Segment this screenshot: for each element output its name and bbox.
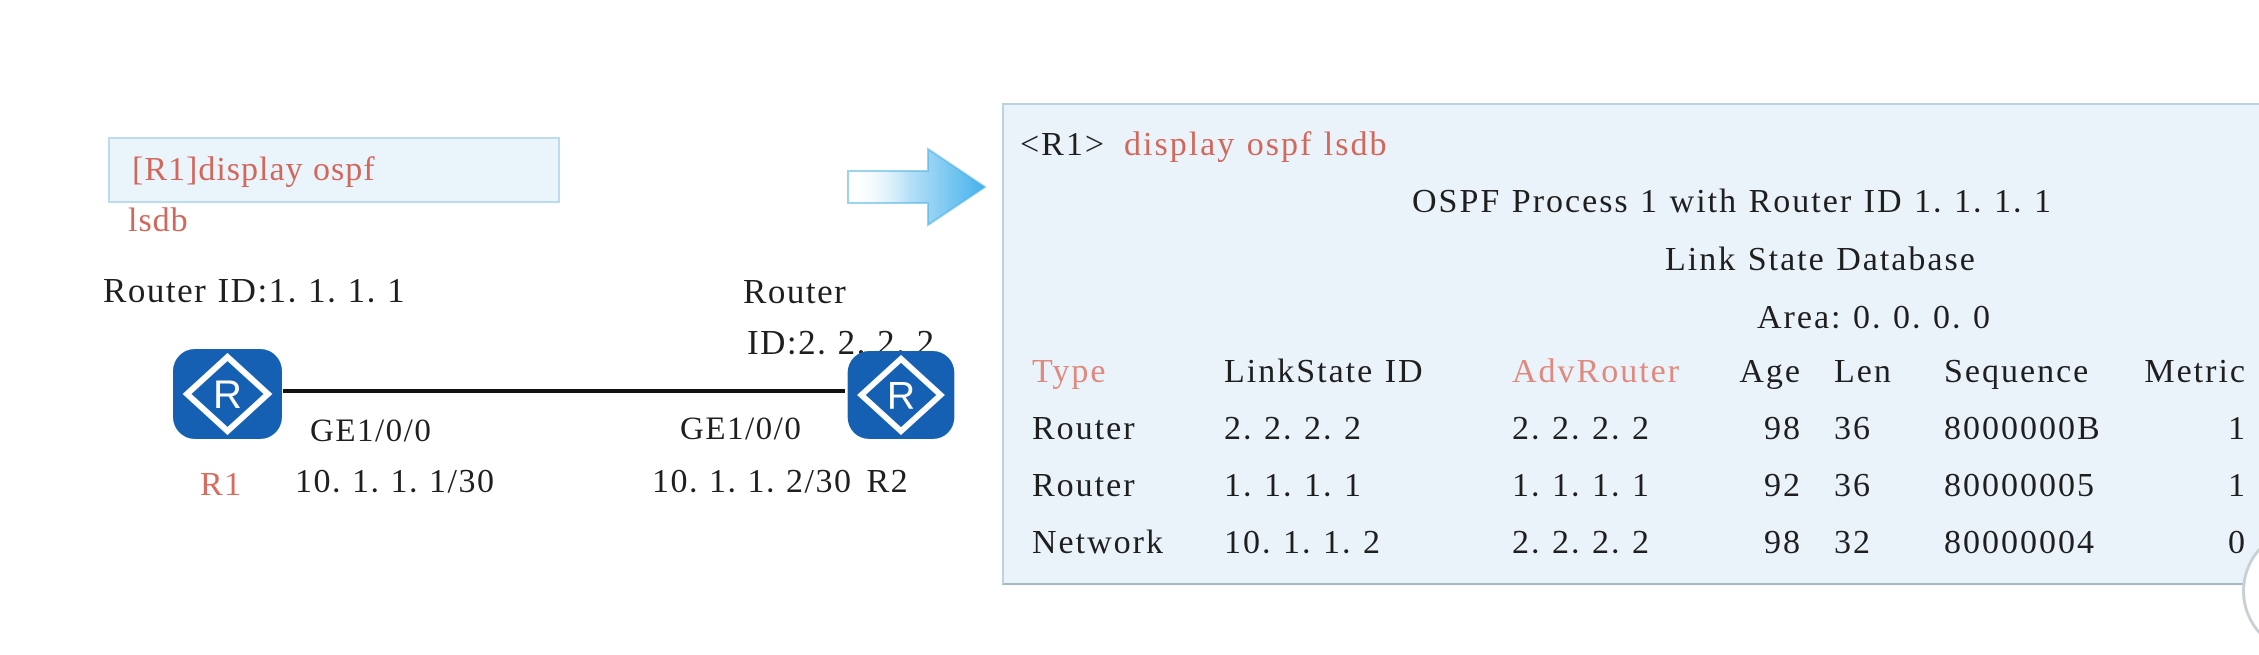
cell-sequence: 80000005 [1944,466,2096,504]
router1-id-label: Router ID:1. 1. 1. 1 [103,271,407,310]
router2-interface-label: GE1/0/0 [680,411,803,447]
col-header-sequence: Sequence [1944,352,2091,390]
command-callout-line2: lsdb [128,202,189,239]
command-callout-line1: [R1]display ospf [132,151,376,188]
router1-name-label: R1 [200,466,243,503]
cell-metric: 1 [2228,466,2247,504]
cell-metric: 0 [2228,523,2247,561]
link-line [283,389,845,393]
terminal-prompt: <R1> [1020,126,1107,163]
cell-linkstate-id: 10. 1. 1. 2 [1224,523,1382,561]
lsdb-table: Type LinkState ID AdvRouter Age Len Sequ… [1032,343,2247,571]
col-header-age: Age [1739,352,1802,390]
cell-type: Network [1032,523,1165,561]
network-diagram: [R1]display ospf lsdb Router ID:1. 1. 1.… [0,0,1002,649]
router1-ip-label: 10. 1. 1. 1/30 [295,463,496,500]
col-header-type: Type [1032,352,1108,390]
cell-age: 92 [1764,466,1802,504]
terminal-output-panel: <R1> display ospf lsdb OSPF Process 1 wi… [1002,103,2259,585]
router2-name-label: R2 [866,463,910,500]
command-callout-box: [R1]display ospf [108,137,560,203]
router1-icon: R [173,349,282,439]
cell-len: 32 [1834,523,1872,561]
area-line: Area: 0. 0. 0. 0 [1757,299,1993,336]
router-icon-body [847,350,955,440]
cell-linkstate-id: 2. 2. 2. 2 [1224,409,1363,447]
terminal-command-line: <R1> display ospf lsdb [1020,128,1388,162]
cell-adv-router: 1. 1. 1. 1 [1512,466,1651,504]
col-header-adv-router: AdvRouter [1512,352,1682,390]
cell-adv-router: 2. 2. 2. 2 [1512,523,1651,561]
cell-age: 98 [1764,409,1802,447]
col-header-len: Len [1834,352,1893,390]
col-header-linkstate-id: LinkState ID [1224,352,1425,390]
col-header-metric: Metric [2144,352,2247,390]
router2-icon-letter: R [887,375,915,418]
router-icon-diamond [182,352,273,436]
router-icon-diamond [857,354,945,436]
flow-arrow-icon [847,147,987,227]
cell-age: 98 [1764,523,1802,561]
cell-sequence: 8000000B [1944,409,2102,447]
cell-adv-router: 2. 2. 2. 2 [1512,409,1651,447]
cell-len: 36 [1834,466,1872,504]
router1-interface-label: GE1/0/0 [310,413,433,449]
link-state-database-line: Link State Database [1665,241,1977,278]
router2-icon: R [847,350,955,440]
cell-len: 36 [1834,409,1872,447]
ospf-process-line: OSPF Process 1 with Router ID 1. 1. 1. 1 [1412,183,2054,220]
cell-type: Router [1032,466,1137,504]
cell-type: Router [1032,409,1137,447]
router1-icon-letter: R [213,373,242,417]
cell-metric: 1 [2228,409,2247,447]
router2-id-label-line1: Router [743,272,848,311]
router-icon-body [173,349,282,439]
cell-sequence: 80000004 [1944,523,2096,561]
terminal-command: display ospf lsdb [1124,126,1389,163]
router2-ip-label: 10. 1. 1. 2/30 [652,463,853,500]
router2-ip-name-row: 10. 1. 1. 2/30 R2 [652,463,909,500]
cell-linkstate-id: 1. 1. 1. 1 [1224,466,1363,504]
